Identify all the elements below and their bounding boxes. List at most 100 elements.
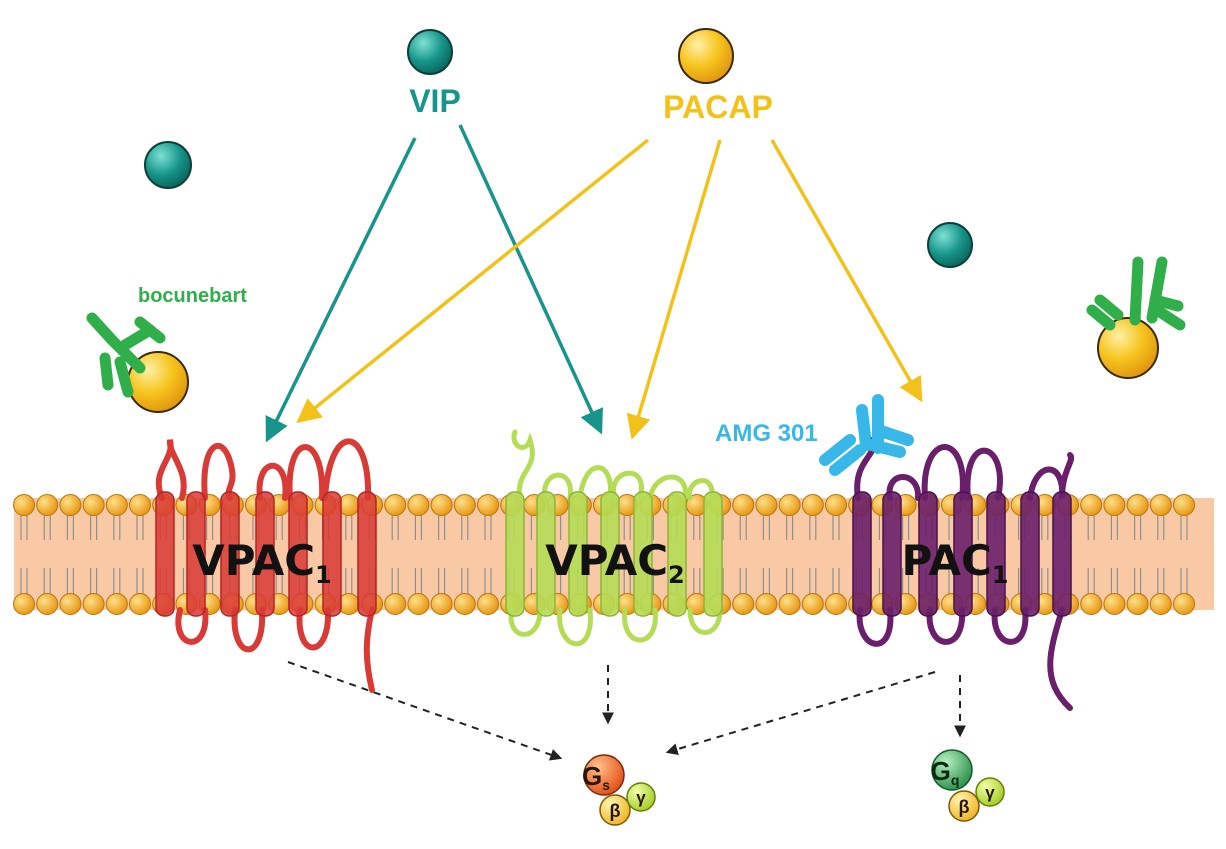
amg301-label: AMG 301 bbox=[715, 420, 818, 447]
lipid-head bbox=[1149, 494, 1172, 516]
lipid-head bbox=[1173, 593, 1195, 615]
vpac1-receptor: VPAC1 bbox=[155, 438, 377, 693]
gq-alpha-label: Gq bbox=[931, 756, 960, 788]
pac1-helices bbox=[852, 491, 1072, 617]
transmembrane-helix bbox=[986, 491, 1006, 617]
binding-arrows bbox=[265, 124, 923, 443]
transmembrane-helix bbox=[505, 491, 525, 617]
lipid-head bbox=[825, 593, 847, 615]
amg301-antibody-icon bbox=[819, 394, 914, 476]
lipid-head bbox=[1103, 593, 1126, 615]
transmembrane-helix bbox=[667, 491, 687, 617]
vpac1-label: VPAC1 bbox=[192, 536, 331, 589]
lipid-head bbox=[1149, 593, 1172, 615]
lipid-head bbox=[477, 593, 499, 615]
vip-to-vpac2-arrow bbox=[458, 124, 603, 435]
lipid-head bbox=[453, 593, 476, 615]
bocunebart-antibody-icon bbox=[1086, 256, 1186, 331]
transmembrane-helix bbox=[255, 491, 275, 617]
lipid-head bbox=[1080, 593, 1103, 615]
lipid-head bbox=[407, 494, 430, 516]
ligand-spheres bbox=[144, 28, 973, 268]
transmembrane-helix bbox=[288, 491, 308, 617]
transmembrane-helix bbox=[220, 491, 240, 617]
pacap-molecule-icon bbox=[678, 28, 734, 84]
lipid-head bbox=[129, 593, 151, 615]
gs-alpha-label: Gs bbox=[582, 761, 610, 793]
bocunebart-label: bocunebart bbox=[138, 285, 247, 307]
lipid-head bbox=[407, 593, 430, 615]
transmembrane-helix bbox=[1052, 491, 1072, 617]
lipid-head bbox=[430, 593, 453, 615]
pacap-to-vpac2-arrow bbox=[626, 139, 722, 440]
lipid-head bbox=[1173, 494, 1195, 516]
lipid-head bbox=[1126, 593, 1149, 615]
vip-molecule-icon bbox=[407, 29, 453, 75]
gs-beta-label: β bbox=[610, 801, 621, 821]
lipid-head bbox=[129, 494, 151, 516]
transmembrane-helix bbox=[953, 491, 973, 617]
antibody-pacap-complex bbox=[1086, 256, 1186, 379]
vpac2-helices bbox=[505, 491, 723, 617]
transmembrane-helix bbox=[852, 491, 872, 617]
gq-gamma-subunit-icon bbox=[975, 777, 1005, 807]
lipid-head bbox=[825, 494, 847, 516]
gs-alpha-subunit-icon bbox=[583, 754, 625, 796]
lipid-head bbox=[13, 494, 35, 516]
lipid-head bbox=[59, 593, 82, 615]
transmembrane-helix bbox=[568, 491, 588, 617]
gs-gamma-label: γ bbox=[636, 788, 646, 807]
lipid-head bbox=[1126, 494, 1149, 516]
gq-beta-subunit-icon bbox=[948, 790, 980, 822]
lipid-head bbox=[82, 494, 105, 516]
gs-protein: Gs β γ bbox=[582, 754, 656, 826]
bocunebart-antibody-icon bbox=[86, 312, 166, 398]
lipid-head bbox=[732, 494, 755, 516]
pacap-molecule-icon bbox=[1097, 317, 1159, 379]
transmembrane-helix bbox=[536, 491, 556, 617]
vip-to-vpac1-arrow bbox=[265, 137, 417, 443]
lipid-head bbox=[1103, 494, 1126, 516]
lipid-head bbox=[1080, 494, 1103, 516]
vpac2-label: VPAC2 bbox=[545, 536, 684, 589]
gs-gamma-subunit-icon bbox=[626, 782, 656, 812]
lipid-head bbox=[36, 494, 59, 516]
transmembrane-helix bbox=[633, 491, 653, 617]
pacap-label: PACAP bbox=[663, 89, 773, 125]
lipid-head bbox=[384, 593, 407, 615]
vip-molecule-icon bbox=[144, 141, 192, 189]
vpac1-helices bbox=[155, 491, 377, 617]
lipid-head bbox=[430, 494, 453, 516]
transmembrane-helix bbox=[357, 491, 377, 617]
transmembrane-helix bbox=[186, 491, 206, 617]
transmembrane-helix bbox=[918, 491, 938, 617]
vpac1-loops bbox=[155, 438, 375, 693]
pacap-to-pac1-arrow bbox=[770, 139, 923, 403]
lipid-head bbox=[105, 593, 128, 615]
vip-label: VIP bbox=[409, 83, 461, 119]
lipid-head bbox=[778, 593, 801, 615]
pac1-receptor: PAC1 bbox=[852, 437, 1075, 711]
bocunebart-antibody-complex: bocunebart bbox=[86, 285, 247, 413]
lipid-head bbox=[778, 494, 801, 516]
transmembrane-helix bbox=[600, 491, 620, 617]
vip-molecule-icon bbox=[927, 222, 973, 268]
lipid-head bbox=[755, 593, 778, 615]
vpac2-loops bbox=[508, 429, 723, 647]
lipid-head bbox=[477, 494, 499, 516]
lipid-head bbox=[36, 593, 59, 615]
signaling-arrows bbox=[287, 661, 966, 761]
gq-beta-label: β bbox=[959, 797, 970, 817]
pac1-loops bbox=[854, 437, 1075, 711]
transmembrane-helix bbox=[1020, 491, 1040, 617]
lipid-head bbox=[801, 593, 824, 615]
vpac1-to-gs-arrow bbox=[287, 661, 563, 761]
pacap-to-vpac1-arrow bbox=[296, 138, 650, 424]
transmembrane-helix bbox=[703, 491, 723, 617]
gq-protein: Gq β γ bbox=[931, 749, 1005, 822]
transmembrane-helix bbox=[882, 491, 902, 617]
gq-gamma-label: γ bbox=[985, 783, 995, 802]
gs-beta-subunit-icon bbox=[599, 794, 631, 826]
lipid-head bbox=[453, 494, 476, 516]
